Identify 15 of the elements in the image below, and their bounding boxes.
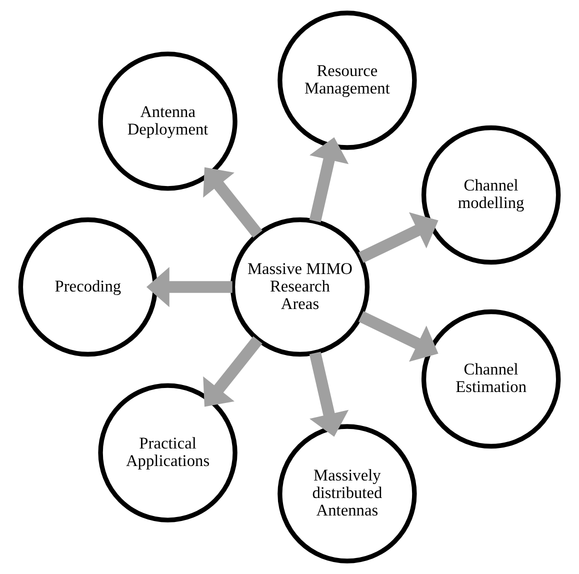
- arrow: [358, 212, 438, 263]
- node-circle: Antenna Deployment: [98, 52, 238, 191]
- node-circle: Resource Management: [278, 10, 417, 150]
- node-circle: Channel Estimation: [421, 309, 561, 449]
- arrow: [146, 266, 232, 308]
- arrow: [203, 167, 262, 238]
- node-circle: Practical Applications: [98, 383, 238, 522]
- node-circle: Channel modelling: [421, 125, 561, 265]
- arrow: [358, 311, 438, 362]
- arrow: [203, 336, 262, 407]
- node-circle: Massive MIMO Research Areas: [230, 217, 370, 357]
- arrow: [309, 352, 349, 437]
- arrow: [309, 137, 349, 222]
- node-circle: Massively distributed Antennas: [278, 424, 417, 564]
- node-circle: Precoding: [18, 217, 158, 357]
